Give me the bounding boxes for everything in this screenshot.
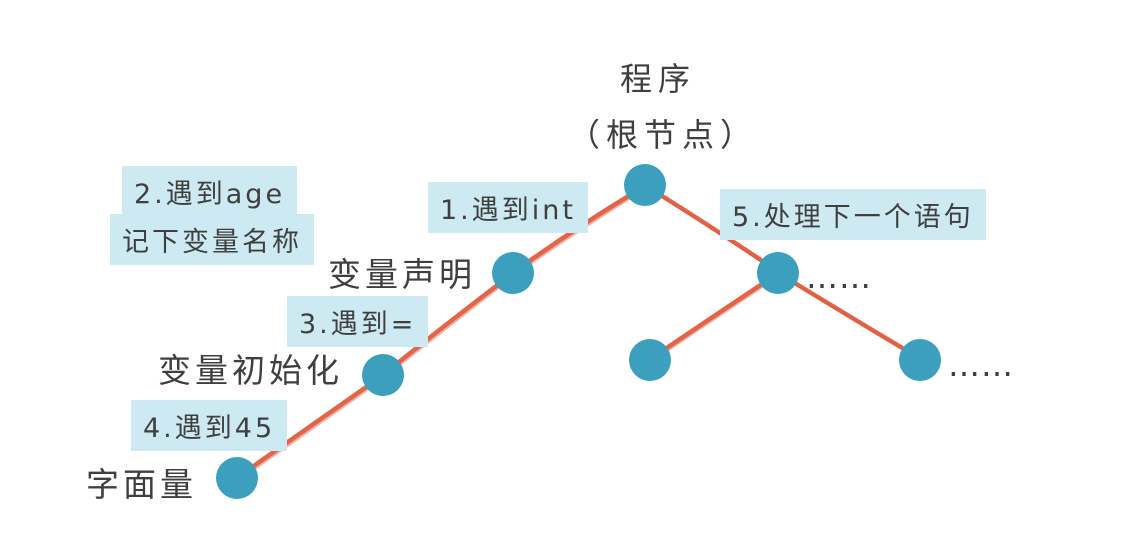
annotation-step2-line1: 2.遇到age xyxy=(122,166,298,217)
node-initialization xyxy=(362,354,404,396)
node-statement2-right xyxy=(899,339,941,381)
node-declaration xyxy=(492,252,534,294)
annotation-step3: 3.遇到= xyxy=(287,296,429,347)
label-variable-initialization: 变量初始化 xyxy=(158,351,343,390)
annotation-step1: 1.遇到int xyxy=(428,182,588,233)
node-literal xyxy=(216,457,258,499)
ellipsis-lower-right: …… xyxy=(948,346,1014,384)
annotation-step5: 5.处理下一个语句 xyxy=(720,189,986,240)
annotation-step4: 4.遇到45 xyxy=(131,400,288,451)
edge-statement2-left xyxy=(649,271,780,361)
annotation-step2-line2: 记下变量名称 xyxy=(110,214,314,265)
label-literal: 字面量 xyxy=(86,465,197,504)
node-statement2 xyxy=(757,252,799,294)
root-title-line1: 程序 xyxy=(619,60,696,98)
node-root xyxy=(624,164,666,206)
node-statement2-left xyxy=(629,339,671,381)
label-variable-declaration: 变量声明 xyxy=(328,255,476,294)
edge-statement2-left-sketch xyxy=(653,275,780,361)
ellipsis-upper-right: …… xyxy=(806,258,872,296)
root-title-line2: （根节点） xyxy=(567,116,758,154)
